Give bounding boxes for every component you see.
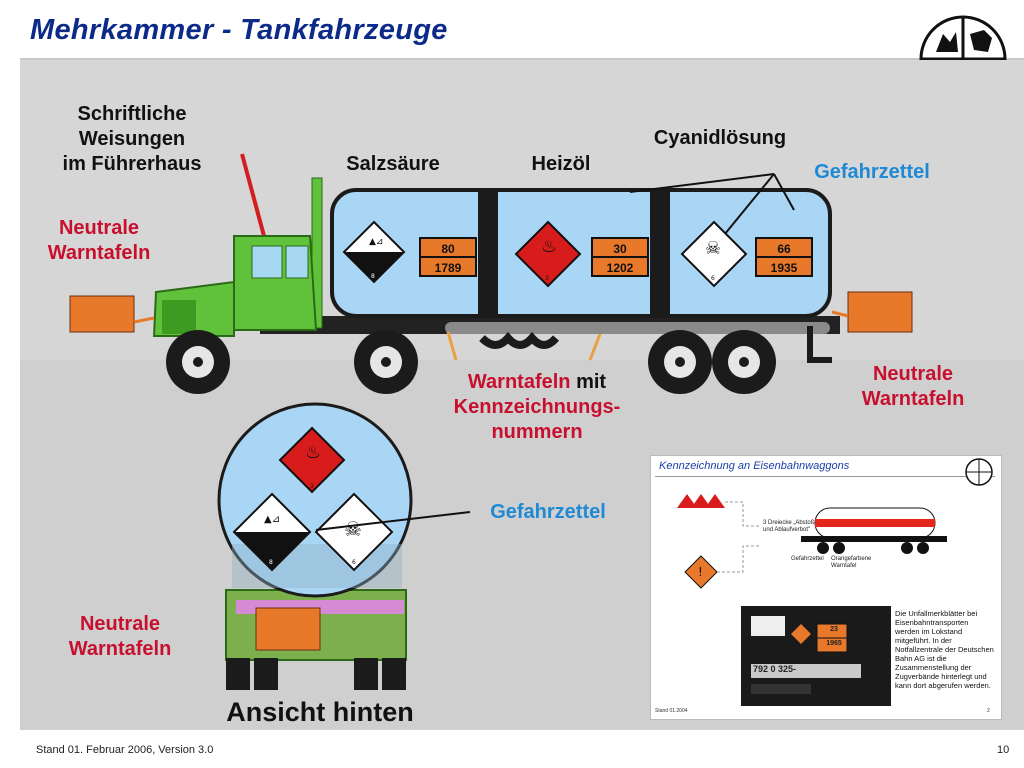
label-warntafeln-kennzeichnung: Warntafeln mit Kennzeichnungs- nummern: [453, 371, 621, 443]
tanker-truck-illustration: ▲⊿ 8 ♨ 3 ☠ 6 80 1789 30 1202: [20, 60, 1024, 730]
inset-plate-bottom: 1965: [826, 640, 842, 647]
rear-hazard-diamond-corrosive: ▲⊿ 8: [232, 492, 312, 572]
label-gefahrzettel-top: Gefahrzettel: [814, 161, 930, 183]
warning-plate-3: 66 1935: [755, 237, 813, 277]
inset-illustration: !: [677, 458, 993, 706]
inset-railway-slide: Kennzeichnung an Eisenbahnwaggons ! 3 Dr: [650, 455, 1002, 720]
label-neutrale-warntafeln-right: Neutrale Warntafeln: [861, 363, 965, 410]
svg-text:▲⊿: ▲⊿: [369, 237, 383, 247]
rear-hazard-diamond-toxic: ☠ 6: [314, 492, 394, 572]
svg-text:♨: ♨: [305, 442, 321, 463]
svg-text:1935: 1935: [771, 261, 798, 275]
label-cyanidloesung: Cyanidlösung: [653, 127, 787, 149]
rear-neutral-plate: [255, 607, 321, 651]
svg-text:▲⊿: ▲⊿: [264, 514, 280, 525]
label-heizoel: Heizöl: [531, 153, 591, 175]
svg-text:♨: ♨: [541, 236, 557, 257]
warning-plate-2: 30 1202: [591, 237, 649, 277]
inset-foot-left: Stand 01.2004: [655, 708, 688, 714]
svg-text:1202: 1202: [607, 261, 634, 275]
label-neutrale-warntafeln-bottom: Neutrale Warntafeln: [68, 613, 172, 660]
wheel-rear-tractor: [354, 330, 418, 394]
hazard-diamond-toxic: ☠ 6: [680, 220, 748, 288]
rear-hazard-diamond-flammable: ♨ 3: [278, 426, 346, 494]
inset-label-gefahrzettel: Gefahrzettel: [791, 556, 824, 562]
inset-plate-top: 23: [830, 626, 838, 633]
label-salzsaeure: Salzsäure: [346, 153, 440, 175]
svg-text:6: 6: [352, 559, 356, 566]
svg-text:☠: ☠: [344, 517, 362, 541]
label-gefahrzettel-rear: Gefahrzettel: [490, 501, 606, 523]
warning-plate-1: 80 1789: [419, 237, 477, 277]
inset-foot-right: 2: [987, 708, 990, 714]
wheel-trailer-1: [648, 330, 712, 394]
inset-label-dreiecke: 3 Dreiecke „Abstoß- und Ablaufverbot": [763, 520, 817, 533]
wheel-trailer-2: [712, 330, 776, 394]
inset-divider: [655, 476, 995, 477]
inset-note: Die Unfallmerkblätter bei Eisenbahntrans…: [895, 609, 994, 690]
hazard-diamond-flammable: ♨ 3: [514, 220, 582, 288]
cab-pointer-line: [240, 153, 266, 237]
inset-wagon-number: 792 0 325-: [753, 664, 797, 674]
neutral-plate-front: [69, 295, 135, 333]
svg-text:1789: 1789: [435, 261, 462, 275]
hazard-diamond-corrosive: ▲⊿ 8: [342, 220, 406, 284]
page-number: 10: [997, 744, 1010, 756]
wheel-front: [166, 330, 230, 394]
neutral-plate-rear: [847, 291, 913, 333]
svg-text:3: 3: [310, 483, 314, 490]
label-neutrale-warntafeln-left: Neutrale Warntafeln: [47, 217, 151, 264]
svg-text:8: 8: [269, 559, 273, 566]
inset-title: Kennzeichnung an Eisenbahnwaggons: [659, 460, 850, 472]
svg-text:☠: ☠: [705, 238, 721, 259]
inset-label-orangetafel: Orangefarbene Warntafel: [831, 556, 872, 569]
footer-version: Stand 01. Februar 2006, Version 3.0: [36, 744, 214, 756]
svg-text:80: 80: [441, 242, 455, 256]
label-ansicht-hinten: Ansicht hinten: [226, 697, 414, 727]
svg-text:66: 66: [777, 242, 791, 256]
page-title: Mehrkammer - Tankfahrzeuge: [30, 14, 448, 46]
svg-text:8: 8: [371, 273, 375, 280]
label-schriftliche-weisungen: Schriftliche Weisungen im Führerhaus: [62, 103, 202, 175]
svg-text:6: 6: [711, 275, 715, 282]
title-divider: [20, 58, 1024, 60]
tank-body: [330, 188, 832, 318]
svg-text:3: 3: [545, 275, 549, 282]
svg-text:!: !: [698, 565, 703, 579]
svg-text:30: 30: [613, 242, 627, 256]
